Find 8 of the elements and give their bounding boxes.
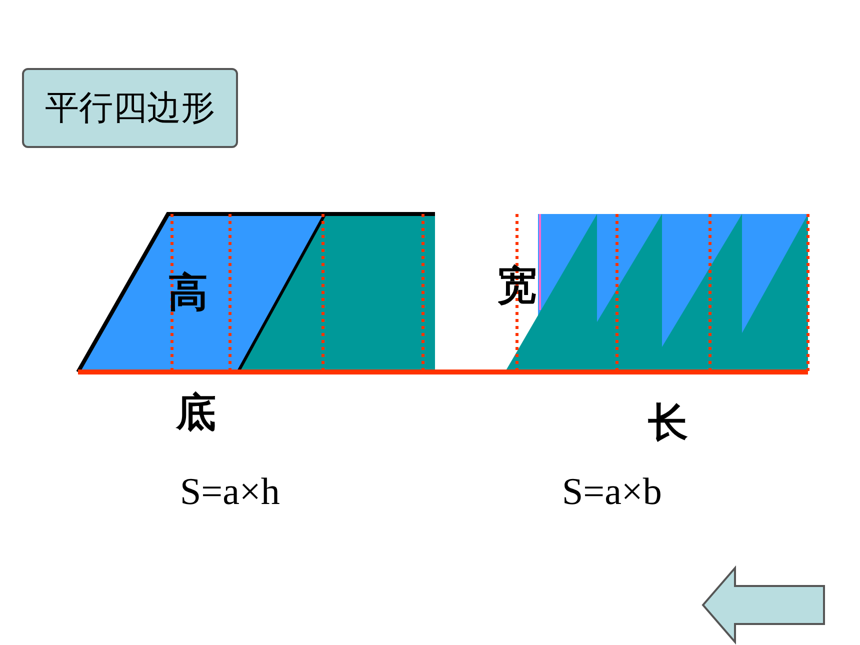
base-label: 底 <box>176 389 216 438</box>
area-formula: S=a×h <box>180 470 280 514</box>
banner-title: 平行四边形 <box>45 87 215 130</box>
length-label: 长 <box>648 399 688 448</box>
width-label: 宽 <box>497 262 537 311</box>
area-formula: S=a×b <box>562 470 662 514</box>
height-label: 高 <box>168 269 208 318</box>
title-banner <box>22 68 238 148</box>
